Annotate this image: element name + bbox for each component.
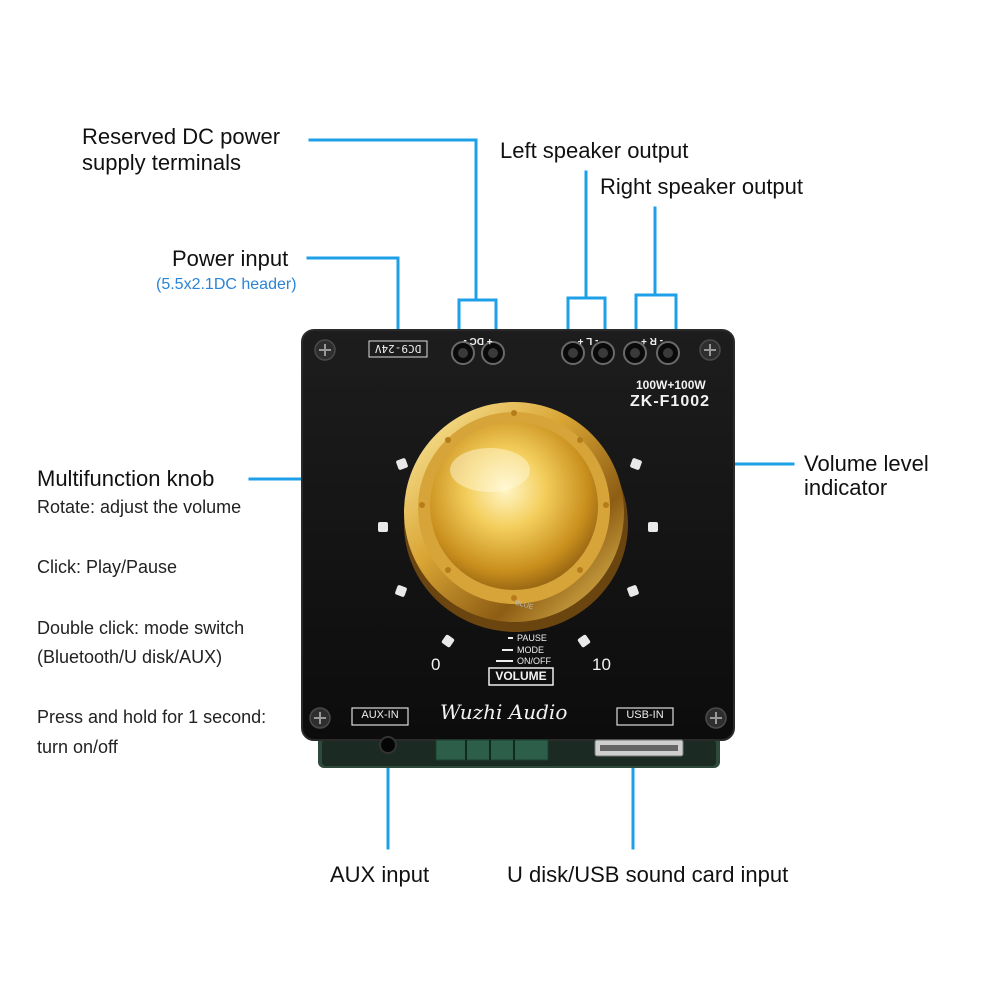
legend-pause: PAUSE [517, 633, 547, 643]
knob-title-label: Multifunction knob [37, 466, 215, 491]
right-speaker-bracket [634, 293, 678, 337]
reserved-dc-label: Reserved DC power supply terminals [82, 124, 281, 176]
volume-min-label: 0 [431, 655, 441, 674]
knob-double-label: Double click: mode switch [37, 618, 245, 638]
multifunction-knob [404, 402, 628, 632]
usb-label-box [616, 707, 674, 726]
right-speaker-label: Right speaker output [600, 174, 804, 199]
aux-in-label: AUX-IN [361, 709, 399, 721]
knob-double-sublabel: (Bluetooth/U disk/AUX) [37, 647, 223, 667]
power-label-box [368, 340, 428, 358]
aux-label-box [351, 707, 409, 726]
left-speaker-label: Left speaker output [500, 138, 689, 163]
dc-terminal-label: + DC - [463, 335, 493, 346]
volume-indicator-label: Volume level indicator [804, 451, 929, 501]
volume-leds [378, 458, 658, 648]
bluetooth-module [435, 739, 549, 761]
volume-max-label: 10 [592, 655, 611, 674]
usb-input-label: U disk/USB sound card input [507, 862, 789, 887]
volume-label-box [488, 667, 554, 686]
reserved-dc-line [308, 138, 478, 302]
volume-label: VOLUME [495, 669, 547, 683]
legend-mode: MODE [517, 645, 544, 655]
reserved-dc-bracket [457, 298, 498, 337]
model-power: 100W+100W [636, 378, 706, 392]
knob-click-label: Click: Play/Pause [37, 557, 178, 577]
knob-rotate-label: Rotate: adjust the volume [37, 497, 242, 517]
brand-logo: Wuzhi Audio [440, 700, 568, 724]
power-input-line [306, 256, 400, 342]
power-input-label: Power input [172, 246, 289, 271]
left-speaker-bracket [566, 296, 607, 337]
left-terminal-label: - L + [577, 335, 599, 346]
usb-in-label: USB-IN [626, 709, 664, 721]
power-rating-label: DC9-24V [374, 342, 422, 355]
aux-jack [379, 736, 397, 754]
right-terminal-label: - R + [641, 335, 663, 346]
model-name: ZK-F1002 [630, 393, 711, 410]
knob-hold-sublabel: turn on/off [37, 737, 118, 757]
knob-hold-label: Press and hold for 1 second: [37, 707, 267, 727]
power-input-sublabel: (5.5x2.1DC header) [156, 276, 297, 293]
legend-onoff: ON/OFF [517, 656, 551, 666]
aux-input-label: AUX input [330, 862, 430, 887]
